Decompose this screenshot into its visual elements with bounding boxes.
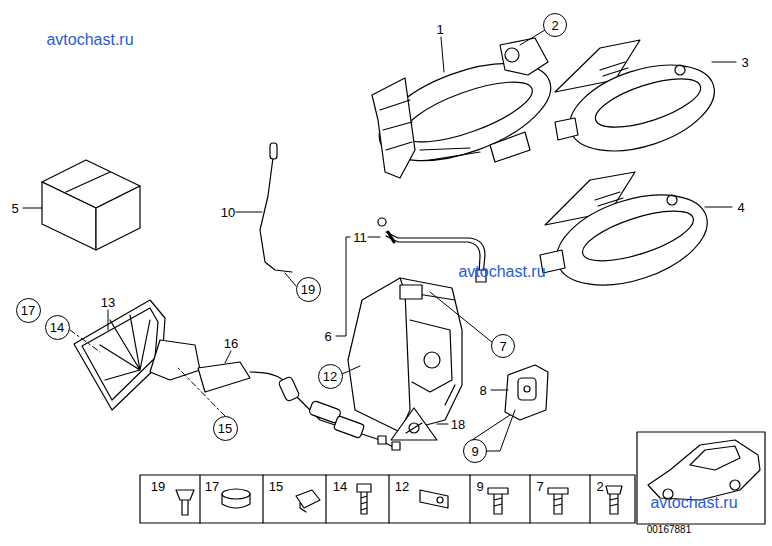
warning-label: [391, 408, 437, 440]
callout-number: 6: [324, 330, 331, 343]
callout-circle: 9: [463, 439, 487, 463]
door-handle: [555, 40, 725, 167]
door-lock: [348, 278, 462, 432]
door-handle: [540, 172, 719, 302]
table-cell: 17: [205, 480, 219, 493]
watermark: avtochast.ru: [458, 264, 545, 280]
callout-circle: 19: [296, 277, 321, 302]
callout-circle: 12: [318, 364, 343, 389]
package-box: [42, 160, 140, 250]
callout-circle: 14: [45, 315, 70, 340]
callout-number: 7: [499, 340, 506, 353]
table-cell: 14: [333, 480, 347, 493]
table-cell: 19: [151, 480, 165, 493]
callout-number: 16: [224, 337, 238, 350]
callout-circle: 15: [213, 416, 238, 441]
table-cell: 15: [269, 480, 283, 493]
watermark: avtochast.ru: [46, 32, 133, 48]
callout-number: 18: [451, 418, 465, 431]
striker-bracket: [505, 365, 548, 420]
actuator-cable: [198, 362, 400, 450]
callout-number: 5: [11, 202, 18, 215]
callout-circle: 7: [491, 334, 515, 358]
diagram-code: 00167881: [646, 525, 693, 535]
callout-number: 11: [353, 231, 367, 244]
table-cell: 12: [395, 480, 409, 493]
cover-part: [74, 300, 200, 410]
callout-number: 13: [101, 296, 115, 309]
callout-number: 4: [737, 201, 744, 214]
table-cell: 7: [536, 480, 543, 493]
callout-number: 3: [741, 56, 748, 69]
handle-carrier: [367, 38, 564, 180]
operating-rod: [260, 143, 292, 272]
leader-line: [23, 30, 736, 451]
callout-number: 8: [479, 384, 486, 397]
callout-number: 17: [21, 304, 35, 317]
callout-circle: 2: [543, 13, 567, 37]
callout-circle: 17: [16, 298, 41, 323]
callout-number: 10: [221, 206, 235, 219]
callout-number: 14: [50, 321, 64, 334]
callout-number: 19: [301, 283, 315, 296]
table-cell: 9: [476, 480, 483, 493]
callout-number: 9: [471, 445, 478, 458]
hardware-table: [140, 475, 635, 523]
watermark: avtochast.ru: [650, 495, 737, 511]
callout-number: 15: [218, 422, 232, 435]
callout-number: 1: [436, 23, 443, 36]
callout-number: 12: [323, 370, 337, 383]
table-cell: 2: [596, 480, 603, 493]
callout-number: 2: [551, 19, 558, 32]
vehicle-thumbnail: [637, 432, 765, 524]
